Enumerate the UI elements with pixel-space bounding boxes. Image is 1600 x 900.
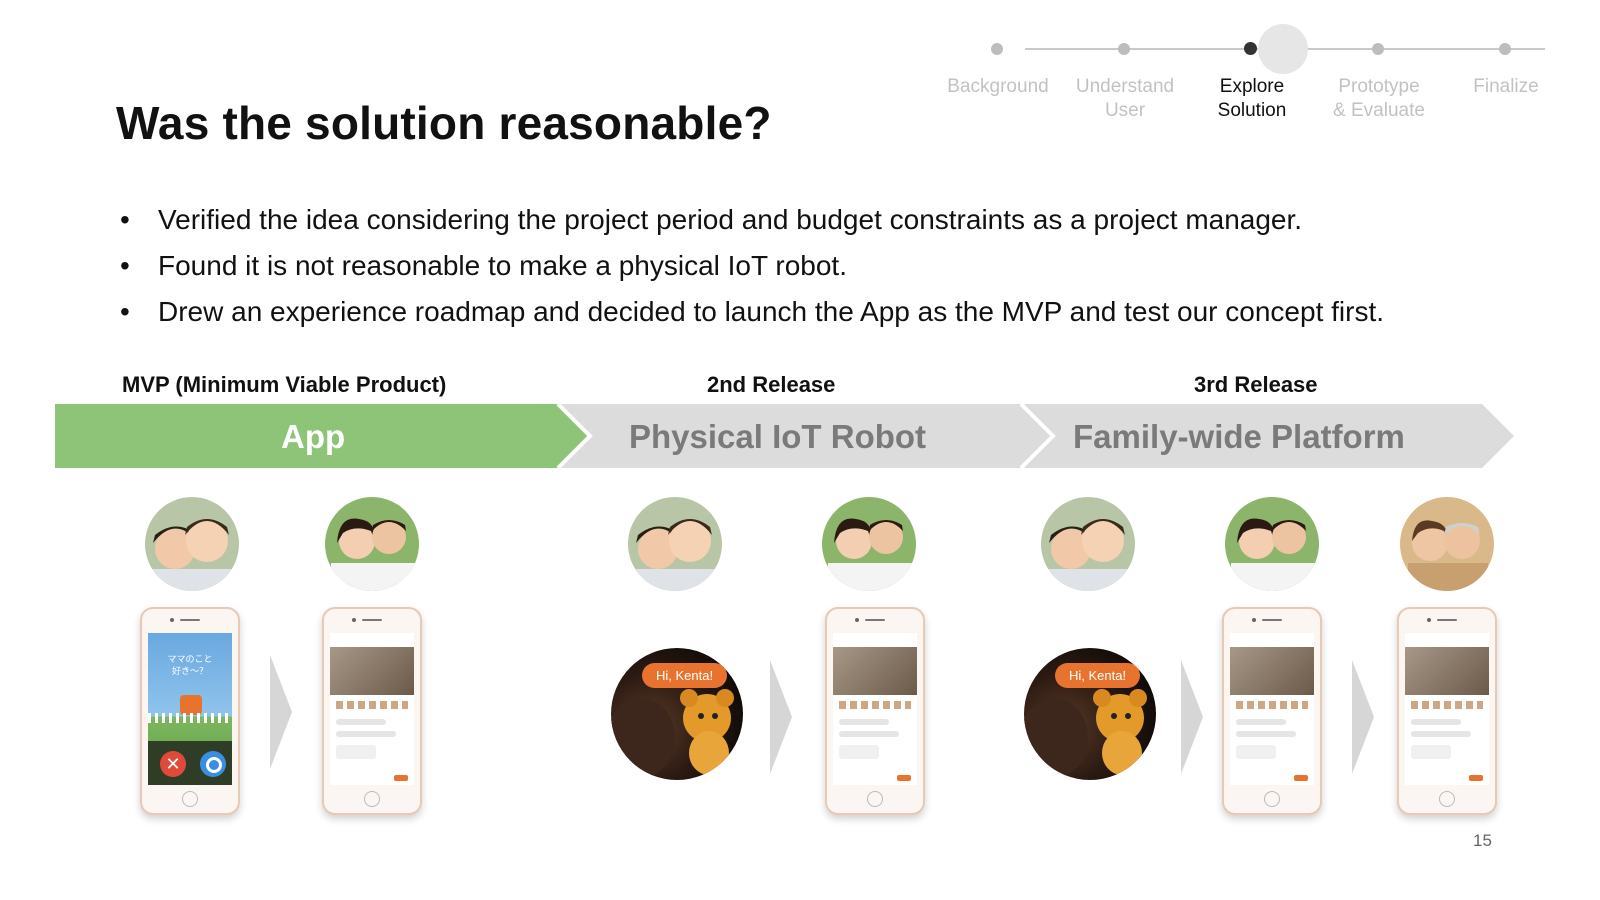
step-dot-explore-solution[interactable] [1244,42,1257,55]
arrow-label-app: App [281,418,346,455]
step-dot-finalize[interactable] [1499,43,1511,55]
child-photo [833,647,917,695]
quiz-question: ママのこと 好き〜？ [167,654,213,676]
arrow-label-family-platform: Family-wide Platform [1073,418,1405,455]
step-label-understand-user[interactable]: Understand User [1060,75,1190,123]
step-label-line: Prototype [1338,76,1420,97]
slide-title: Was the solution reasonable? [116,97,772,149]
family-icons [839,701,911,709]
step-label-line: Background [947,76,1049,97]
step-label-prototype[interactable]: Prototype & Evaluate [1314,75,1444,123]
step-dot-prototype[interactable] [1372,43,1384,55]
release-label-mvp: MVP (Minimum Viable Product) [122,372,447,397]
kids-avatar [145,497,239,591]
phone-app-quiz: ママのこと 好き〜？ ✕ [140,607,240,815]
report-screen[interactable] [330,633,414,785]
robot-speech-bubble: Hi, Kenta! [1055,663,1141,688]
report-screen[interactable] [1230,633,1314,785]
kids-avatar [628,497,722,591]
arrow-label-physical-robot: Physical IoT Robot [629,418,927,455]
step-label-line: Finalize [1473,76,1539,97]
step-label-explore-solution[interactable]: Explore Solution [1187,75,1317,123]
step-label-finalize[interactable]: Finalize [1441,75,1571,99]
report-screen[interactable] [1405,633,1489,785]
arrow-family-platform [1021,404,1514,468]
bullet-item: Drew an experience roadmap and decided t… [120,289,1384,335]
page-number: 15 [1473,831,1492,850]
step-dot-understand-user[interactable] [1118,43,1130,55]
report-screen[interactable] [833,633,917,785]
step-label-line: & Evaluate [1333,100,1425,121]
flow-arrow-icon [1181,660,1203,774]
child-photo [330,647,414,695]
bullet-item: Found it is not reasonable to make a phy… [120,243,1384,289]
bullet-item: Verified the idea considering the projec… [120,197,1384,243]
yes-answer-icon[interactable] [200,751,226,777]
grandparents-avatar [1400,497,1494,591]
step-label-line: Explore [1219,76,1285,97]
fence-icon [148,713,232,723]
flow-arrow-icon [1352,660,1374,774]
robot-speech-bubble: Hi, Kenta! [642,663,728,688]
parents-avatar [822,497,916,591]
step-label-line: User [1104,100,1146,121]
family-icons [1236,701,1308,709]
parents-avatar [325,497,419,591]
send-button[interactable] [394,775,408,781]
no-answer-icon[interactable]: ✕ [160,751,186,777]
release-label-3rd: 3rd Release [1194,372,1318,397]
phone-app-report [322,607,422,815]
phone-app-report [825,607,925,815]
arrow-physical-robot [558,404,1053,468]
robot-photo [1024,648,1156,780]
active-step-halo [1258,24,1308,74]
child-photo [1405,647,1489,695]
phone-app-report [1397,607,1497,815]
release-label-2nd: 2nd Release [707,372,836,397]
step-label-line: Understand [1075,76,1175,97]
child-photo [1230,647,1314,695]
parents-avatar [1225,497,1319,591]
arrow-app [55,404,590,468]
flow-arrow-icon [770,660,792,774]
character-icon [180,695,202,715]
step-dot-background[interactable] [991,43,1003,55]
family-icons [1411,701,1483,709]
family-icons [336,701,408,709]
quiz-screen[interactable]: ママのこと 好き〜？ ✕ [148,633,232,785]
send-button[interactable] [897,775,911,781]
step-label-background[interactable]: Background [933,75,1063,99]
send-button[interactable] [1469,775,1483,781]
bullet-list: Verified the idea considering the projec… [120,197,1384,335]
kids-avatar [1041,497,1135,591]
phone-app-report [1222,607,1322,815]
step-label-line: Solution [1217,100,1287,121]
send-button[interactable] [1294,775,1308,781]
flow-arrow-icon [270,655,292,769]
